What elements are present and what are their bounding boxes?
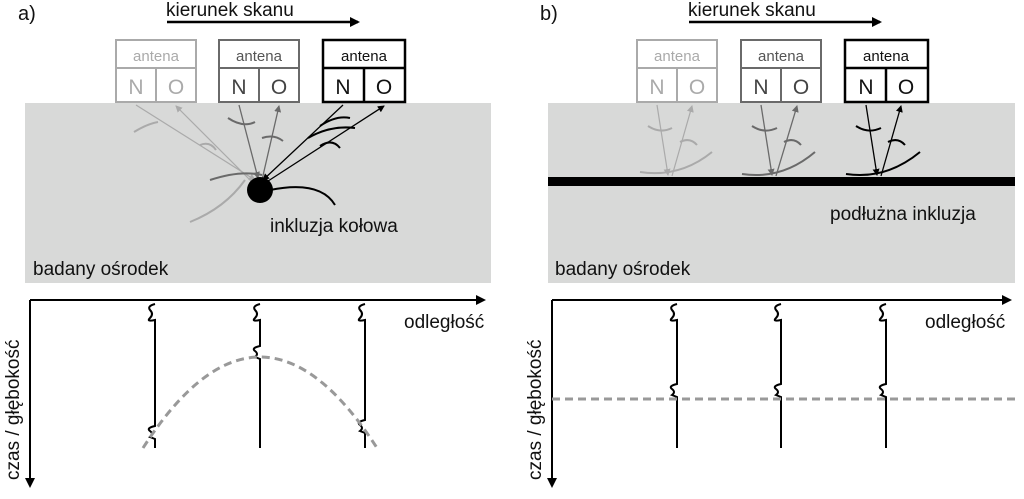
panel-b-antenna-dark: antena N O: [843, 38, 930, 104]
antenna-o: O: [898, 76, 914, 99]
antenna-label: antena: [133, 48, 180, 65]
panel-b-antenna-mid: antena N O: [740, 39, 822, 103]
panel-b-label: b): [540, 3, 558, 25]
panel-b: b) kierunek skanu antena N O antena N O …: [525, 0, 1015, 488]
panel-a-scan-direction-label: kierunek skanu: [166, 0, 294, 21]
panel-a-antenna-light: antena N O: [115, 39, 197, 103]
panel-a-y-axis-label: czas / głębokość: [3, 340, 24, 480]
antenna-o: O: [793, 76, 809, 99]
panel-a-x-axis-label: odległość: [404, 312, 484, 333]
panel-b-antenna-light: antena N O: [636, 39, 718, 103]
antenna-o: O: [689, 76, 705, 99]
antenna-label: antena: [758, 48, 805, 65]
antenna-n: N: [335, 76, 350, 99]
panel-a-traces: [147, 303, 366, 448]
antenna-o: O: [271, 76, 287, 99]
antenna-n: N: [231, 76, 246, 99]
panel-a-antenna-dark: antena N O: [321, 38, 407, 104]
antenna-label: antena: [341, 48, 388, 65]
panel-a-inclusion-label: inkluzja kołowa: [270, 216, 398, 237]
antenna-o: O: [376, 76, 392, 99]
panel-b-scan-direction-label: kierunek skanu: [688, 0, 816, 21]
panel-b-x-axis-label: odległość: [925, 312, 1005, 333]
panel-a-wave-rays: [133, 104, 385, 223]
circular-inclusion: [247, 177, 273, 203]
panel-b-inclusion-label: podłużna inkluzja: [830, 204, 976, 225]
panel-b-traces: [669, 303, 887, 448]
antenna-label: antena: [236, 48, 283, 65]
panel-b-y-axis-label: czas / głębokość: [525, 340, 546, 480]
panel-b-medium-label: badany ośrodek: [555, 259, 691, 280]
panel-a-hyperbola: [141, 355, 379, 449]
panel-a-medium-label: badany ośrodek: [33, 259, 169, 280]
panel-a: a) kierunek skanu antena N O antena N O: [3, 0, 491, 488]
panel-b-wave-rays: [639, 104, 921, 177]
antenna-label: antena: [863, 48, 910, 65]
panel-b-medium: [548, 103, 1015, 283]
antenna-label: antena: [654, 48, 701, 65]
antenna-n: N: [128, 76, 143, 99]
longitudinal-inclusion: [548, 177, 1015, 186]
antenna-n: N: [753, 76, 768, 99]
panel-a-label: a): [18, 3, 36, 25]
antenna-n: N: [858, 76, 873, 99]
antenna-n: N: [649, 76, 664, 99]
antenna-o: O: [168, 76, 184, 99]
panel-a-antenna-mid: antena N O: [218, 39, 300, 103]
